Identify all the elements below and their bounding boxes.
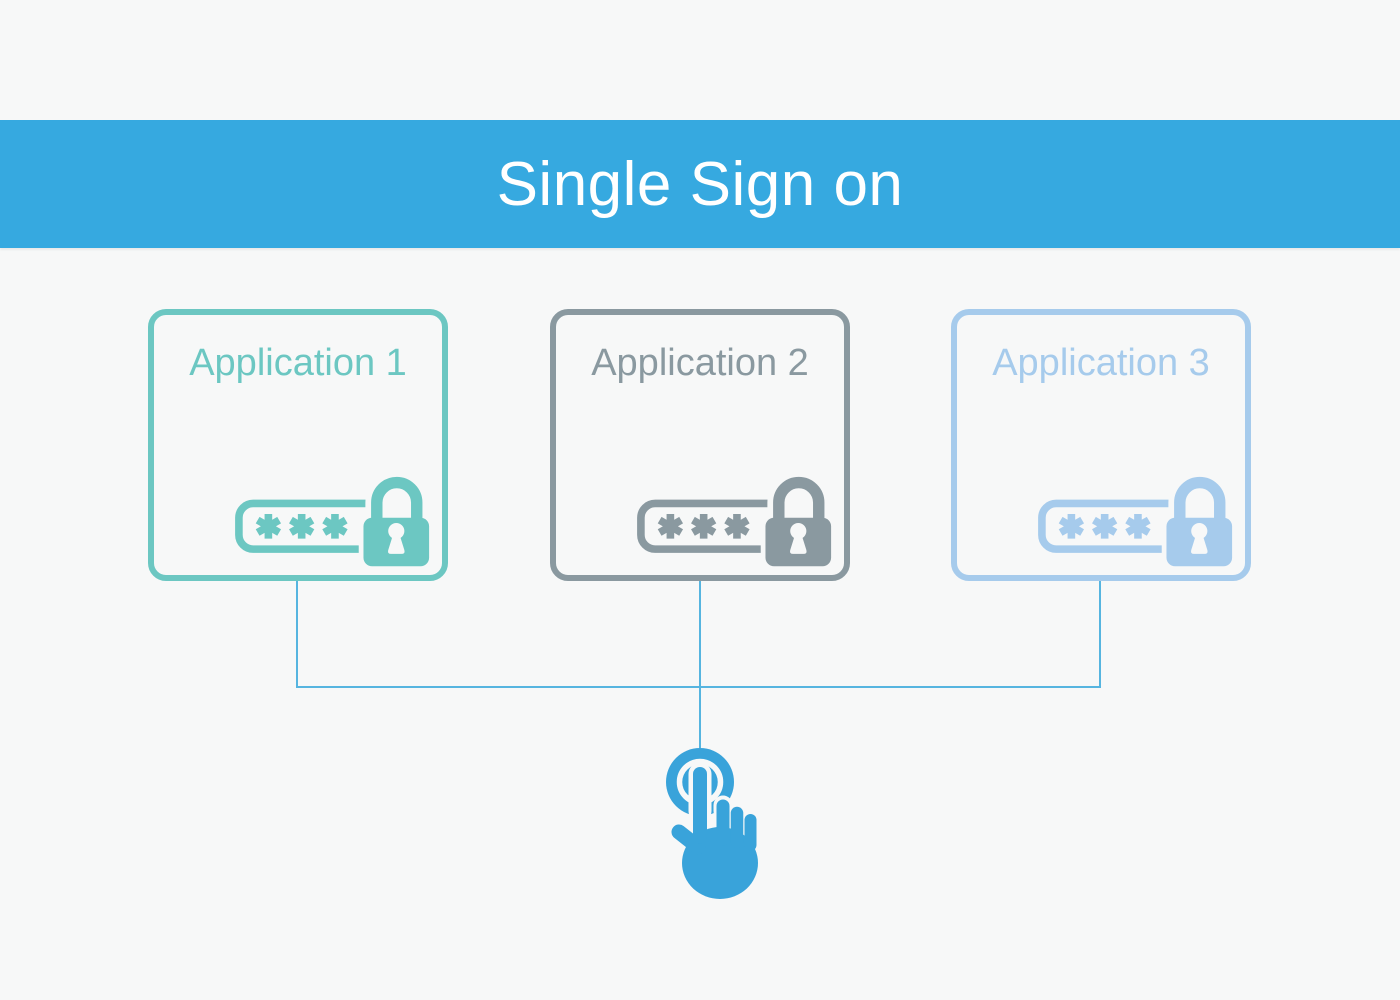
padlock-icon [760, 474, 836, 571]
application-card-2: Application 2 [550, 309, 850, 581]
application-label: Application 1 [189, 342, 407, 384]
password-field-icon [235, 474, 434, 571]
password-asterisks [657, 513, 750, 539]
connector-line-app2 [699, 581, 701, 687]
title-banner: Single Sign on [0, 120, 1400, 248]
password-field-icon [1038, 474, 1237, 571]
password-asterisks [255, 513, 348, 539]
application-card-3: Application 3 [951, 309, 1251, 581]
keyhole-icon [790, 522, 807, 540]
connector-line-app1 [296, 581, 298, 687]
padlock-icon [1161, 474, 1237, 571]
application-card-1: Application 1 [148, 309, 448, 581]
application-label: Application 3 [992, 342, 1210, 384]
padlock-icon [358, 474, 434, 571]
hand-icon [671, 767, 758, 899]
connector-line-app3 [1099, 581, 1101, 687]
keyhole-icon [1191, 522, 1208, 540]
keyhole-icon [388, 522, 405, 540]
connector-line-horizontal [296, 686, 1101, 688]
application-label: Application 2 [591, 342, 809, 384]
password-asterisks [1058, 513, 1151, 539]
password-field-icon [637, 474, 836, 571]
connector-line-stem [699, 687, 701, 748]
tap-gesture-icon [666, 748, 758, 899]
page-title: Single Sign on [496, 149, 904, 219]
